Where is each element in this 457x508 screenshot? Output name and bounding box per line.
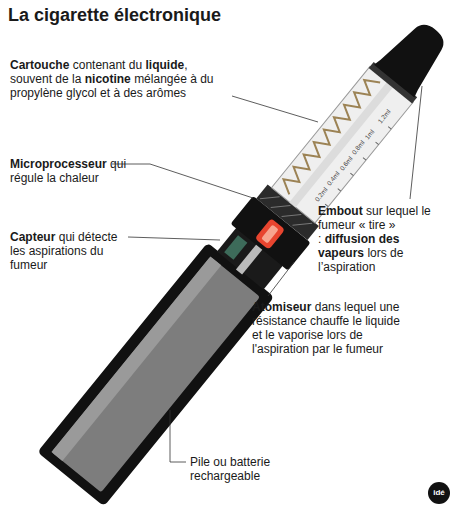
- part-name: Atomiseur: [252, 300, 311, 314]
- part-name: nicotine: [85, 72, 131, 86]
- callout-text: Cartouchecontenant duliquide, souvent de…: [10, 58, 232, 100]
- leader-lines: [112, 86, 422, 462]
- part-name: liquide: [145, 58, 184, 72]
- wick-coil: [278, 74, 380, 195]
- leader-line: [128, 237, 220, 240]
- callout-text: Atomiseurdans lequel une résistance chau…: [252, 300, 412, 356]
- part-name: Capteur: [10, 230, 55, 244]
- callout-text: Pile ou batterie rechargeable: [190, 455, 330, 483]
- part-name: Cartouche: [10, 58, 69, 72]
- title: La cigarette électronique: [8, 5, 221, 26]
- leader-line: [170, 410, 186, 462]
- part-description: contenant du: [73, 58, 142, 72]
- logo-badge: [428, 482, 450, 504]
- leader-line: [232, 96, 318, 122]
- battery-case: [36, 241, 276, 508]
- part-name: Microprocesseur: [10, 157, 107, 171]
- callout-text: Capteurqui détecte les aspirations du fu…: [10, 230, 128, 272]
- leader-line: [112, 164, 253, 198]
- cartridge: [272, 67, 414, 223]
- callout-text: Microprocesseurqui régule la chaleur: [10, 157, 130, 185]
- heating-element: [255, 218, 285, 250]
- battery-highlight: [51, 256, 221, 460]
- mouthpiece: [374, 13, 456, 97]
- part-name: Embout: [318, 204, 363, 218]
- callout-text: Emboutsur lequel le fumeur « tire » :dif…: [318, 204, 450, 274]
- cartridge-tube: [289, 81, 394, 207]
- sensor-chip: [224, 235, 247, 260]
- watermark: idé: [428, 484, 450, 502]
- leader-line: [268, 262, 294, 296]
- part-description: Pile ou batterie rechargeable: [190, 455, 270, 483]
- leader-line: [410, 86, 422, 199]
- scale-ticks: [325, 127, 391, 207]
- heating-glow: [261, 224, 279, 243]
